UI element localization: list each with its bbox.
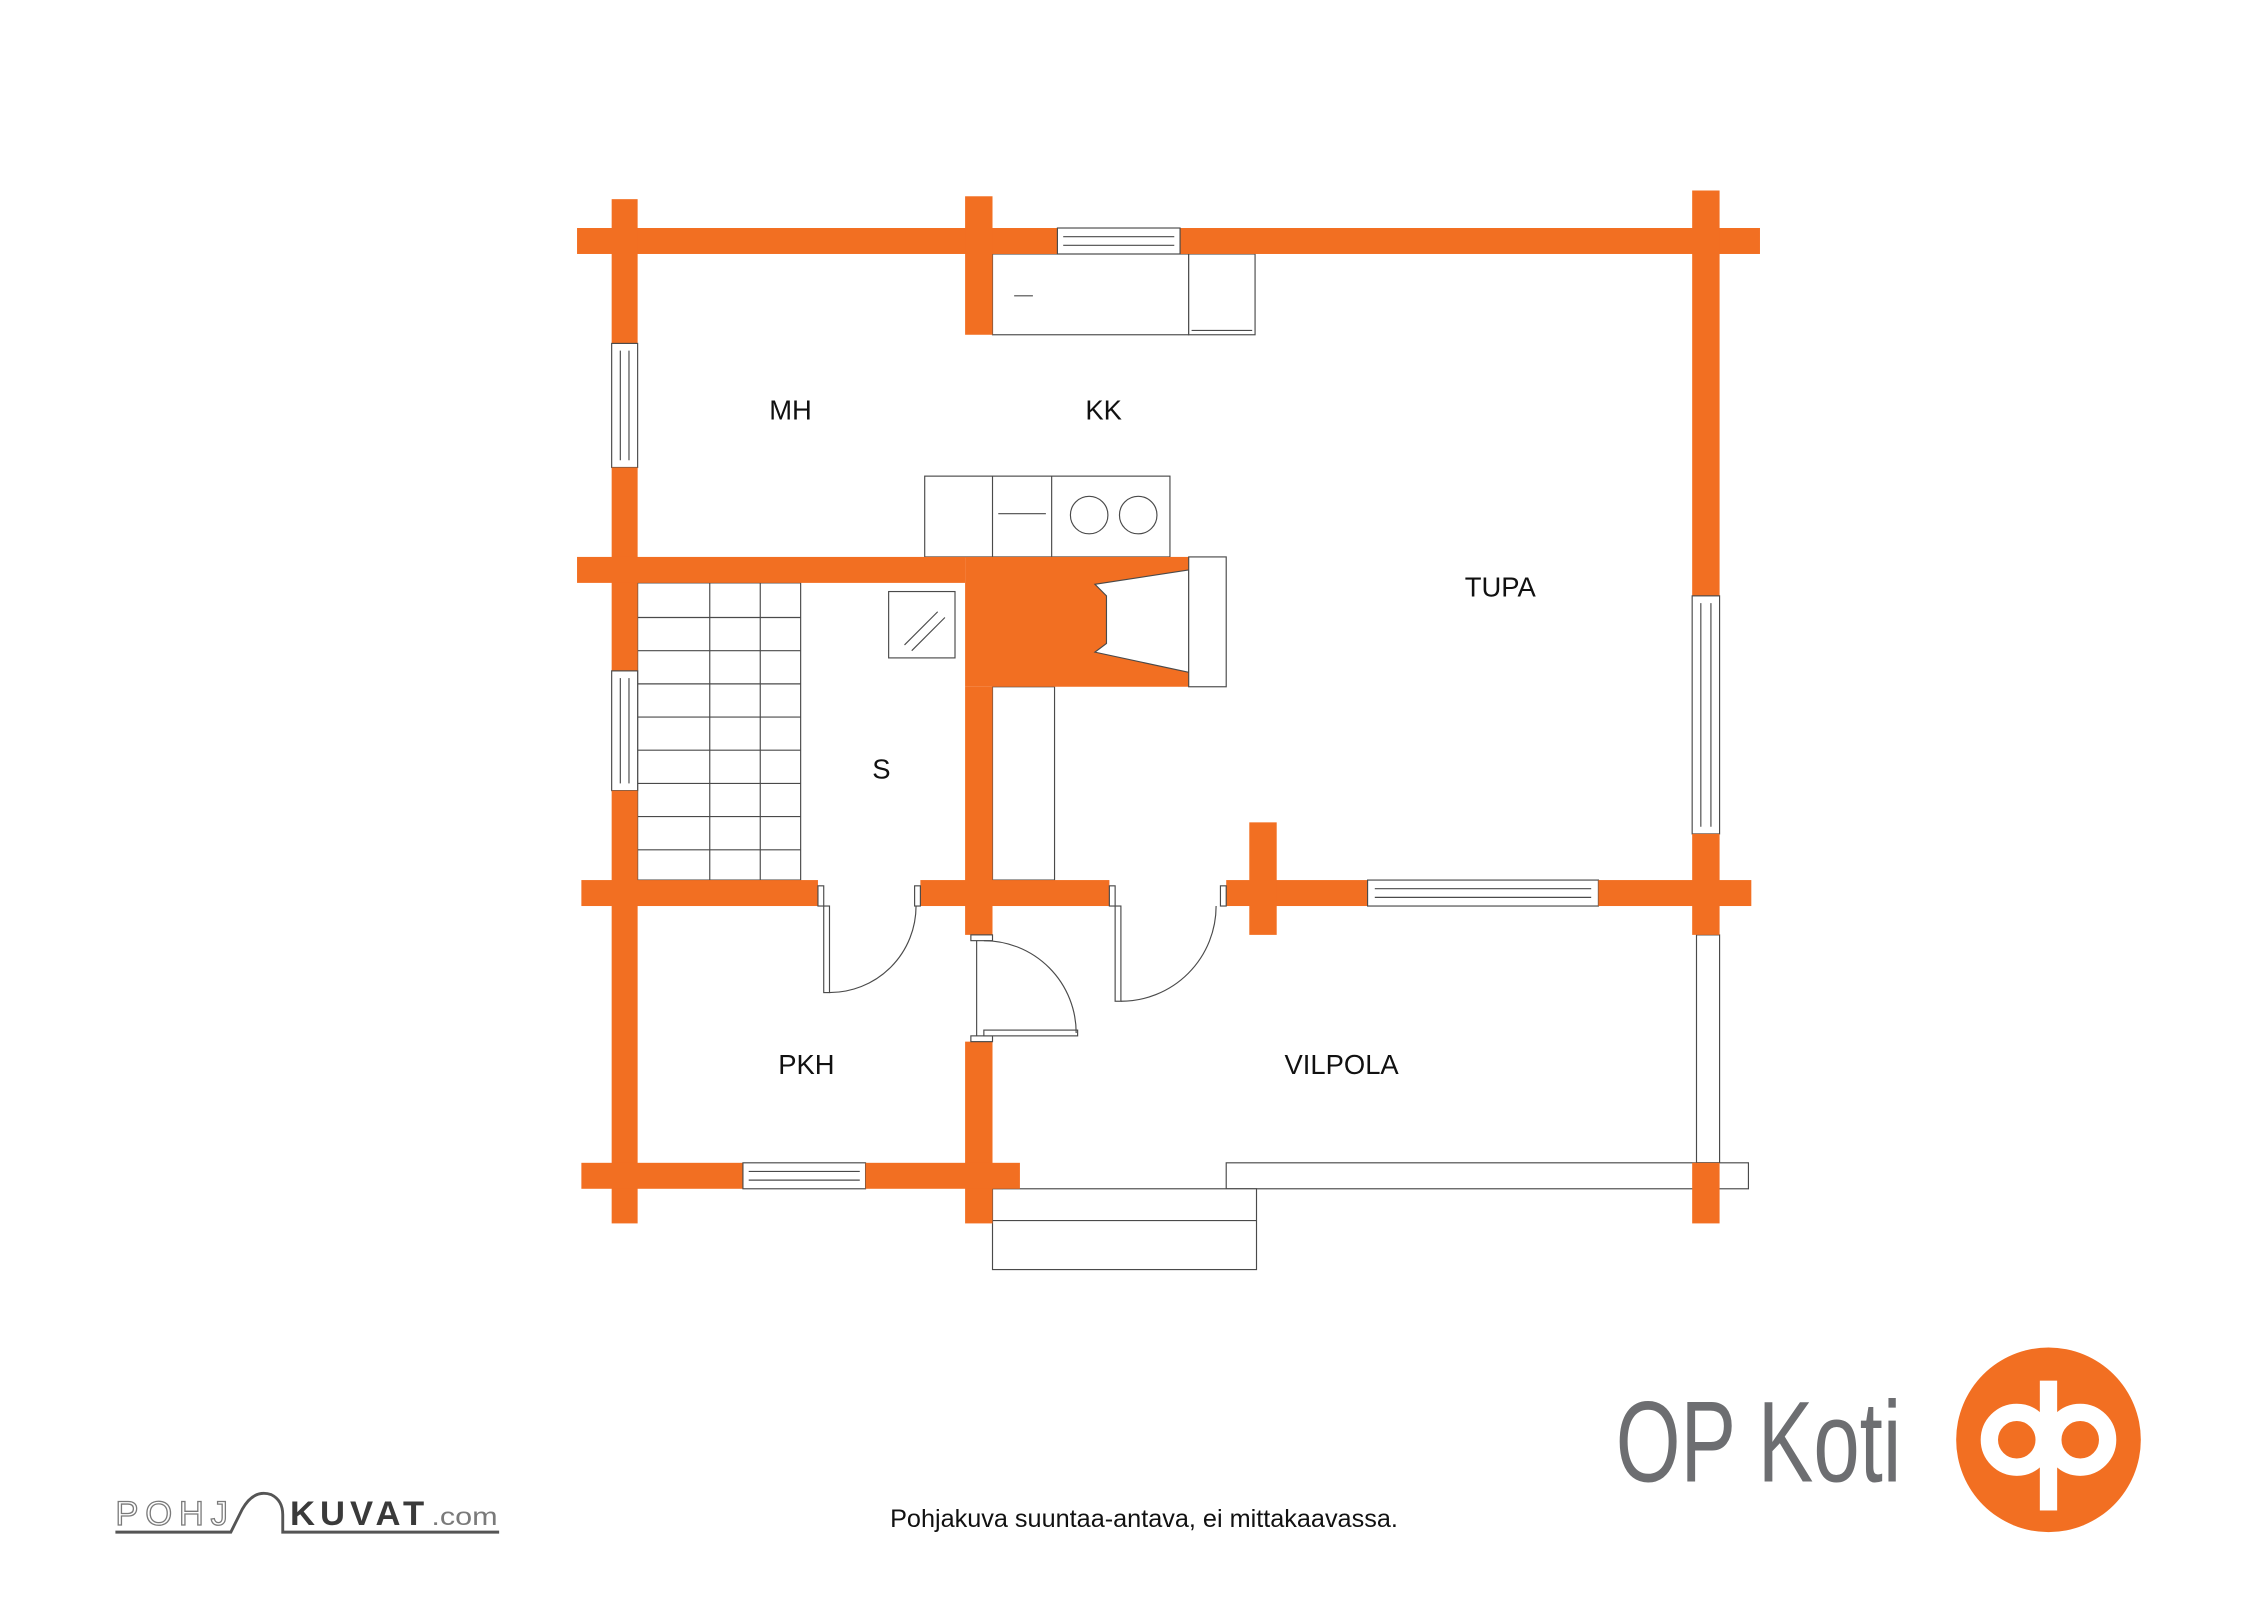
exterior-wall-south <box>581 1162 743 1189</box>
porch-south-rail <box>1225 1162 1750 1190</box>
exterior-wall-west <box>611 199 638 344</box>
room-label-vilpola: VILPOLA <box>1285 1049 1400 1080</box>
exterior-wall-south-main <box>920 880 1110 907</box>
brand-name: OP Koti <box>1616 1379 1902 1507</box>
window-frame <box>611 342 639 469</box>
op-logo-icon <box>1956 1347 2141 1533</box>
exterior-wall-south <box>865 1162 1020 1189</box>
stove-burner <box>1069 495 1109 535</box>
fireplace <box>965 556 1227 688</box>
interior-wall-middle <box>577 556 966 583</box>
fireplace-hearth <box>1188 556 1227 688</box>
floor-plan: MH KK TUPA S PKH VILPOLA <box>577 190 1760 1271</box>
brand-block: OP Koti <box>1616 1347 2141 1533</box>
exterior-wall-east <box>1692 190 1720 596</box>
glass-cabinet <box>888 590 956 659</box>
door-frame <box>970 934 994 942</box>
window-frame <box>1367 879 1599 907</box>
room-label-pkh: PKH <box>778 1049 834 1080</box>
exterior-wall-south-main <box>1598 880 1752 907</box>
exterior-wall-south-main <box>581 880 818 907</box>
door-hall-vilpola <box>970 934 1079 1043</box>
disclaimer-text: Pohjakuva suuntaa-antava, ei mittakaavas… <box>890 1505 1398 1533</box>
door-frame <box>817 885 825 907</box>
window-east <box>1691 595 1721 835</box>
window-south-tupa <box>1367 879 1599 907</box>
porch-east-rail <box>1695 934 1721 1164</box>
door-tupa-vilpola <box>1108 885 1227 1002</box>
wall-post <box>1249 822 1277 935</box>
kitchen-counter-island <box>924 475 1171 558</box>
door-frame <box>1108 885 1116 907</box>
door-s-pkh <box>817 885 921 994</box>
room-label-kk: KK <box>1085 394 1122 425</box>
room-label-tupa: TUPA <box>1465 572 1537 603</box>
window-south-pkh <box>742 1162 867 1190</box>
counter-top-outline <box>991 253 1190 336</box>
staircase <box>637 582 802 881</box>
stove-burner <box>1118 495 1158 535</box>
door-swing-arc <box>983 940 1077 1033</box>
staircase-outline <box>637 582 802 881</box>
door-frame <box>1219 885 1227 907</box>
porch-corner-post <box>1692 1162 1720 1224</box>
window-frame <box>611 670 639 792</box>
exterior-wall-north <box>1180 228 1760 254</box>
fridge <box>1188 253 1256 336</box>
interior-wall-pkh-east <box>965 1041 993 1224</box>
room-label-s: S <box>872 753 890 784</box>
window-frame <box>1691 595 1721 835</box>
door-leaf <box>1114 905 1122 1002</box>
steps-outline <box>991 1188 1258 1271</box>
interior-wall-post-north <box>965 196 993 335</box>
window-west-lower <box>611 670 639 792</box>
door-swing-arc <box>1120 906 1217 1002</box>
door-leaf <box>823 905 831 994</box>
pohjakuvat-logo: POHJ KUVAT .com <box>115 1491 500 1534</box>
window-frame <box>1056 227 1181 255</box>
kitchen-counter-top <box>991 253 1256 336</box>
door-frame <box>914 885 921 907</box>
glass-hatch-line <box>911 617 946 652</box>
op-logo-stem <box>2039 1380 2058 1511</box>
glass-hatch-line <box>904 611 939 646</box>
window-west-upper <box>611 342 639 469</box>
credit-logo-pohj: POHJ <box>115 1495 228 1533</box>
exterior-wall-west <box>611 790 638 1224</box>
counter-island-outline <box>924 475 1171 558</box>
door-frame <box>970 1035 994 1043</box>
room-label-mh: MH <box>769 394 812 425</box>
credit-logo-roof-mark <box>115 1491 500 1534</box>
window-north <box>1056 227 1181 255</box>
exterior-wall-south-main <box>1226 880 1368 907</box>
entrance-steps <box>991 1188 1258 1271</box>
door-leaf <box>983 1029 1079 1037</box>
credit-logo-kuvat: KUVAT <box>290 1495 424 1533</box>
door-swing-arc <box>829 906 917 994</box>
glass-cabinet-outline <box>888 590 956 659</box>
window-frame <box>742 1162 867 1190</box>
credit-logo-com: .com <box>431 1504 497 1531</box>
closet-outline <box>991 686 1056 881</box>
